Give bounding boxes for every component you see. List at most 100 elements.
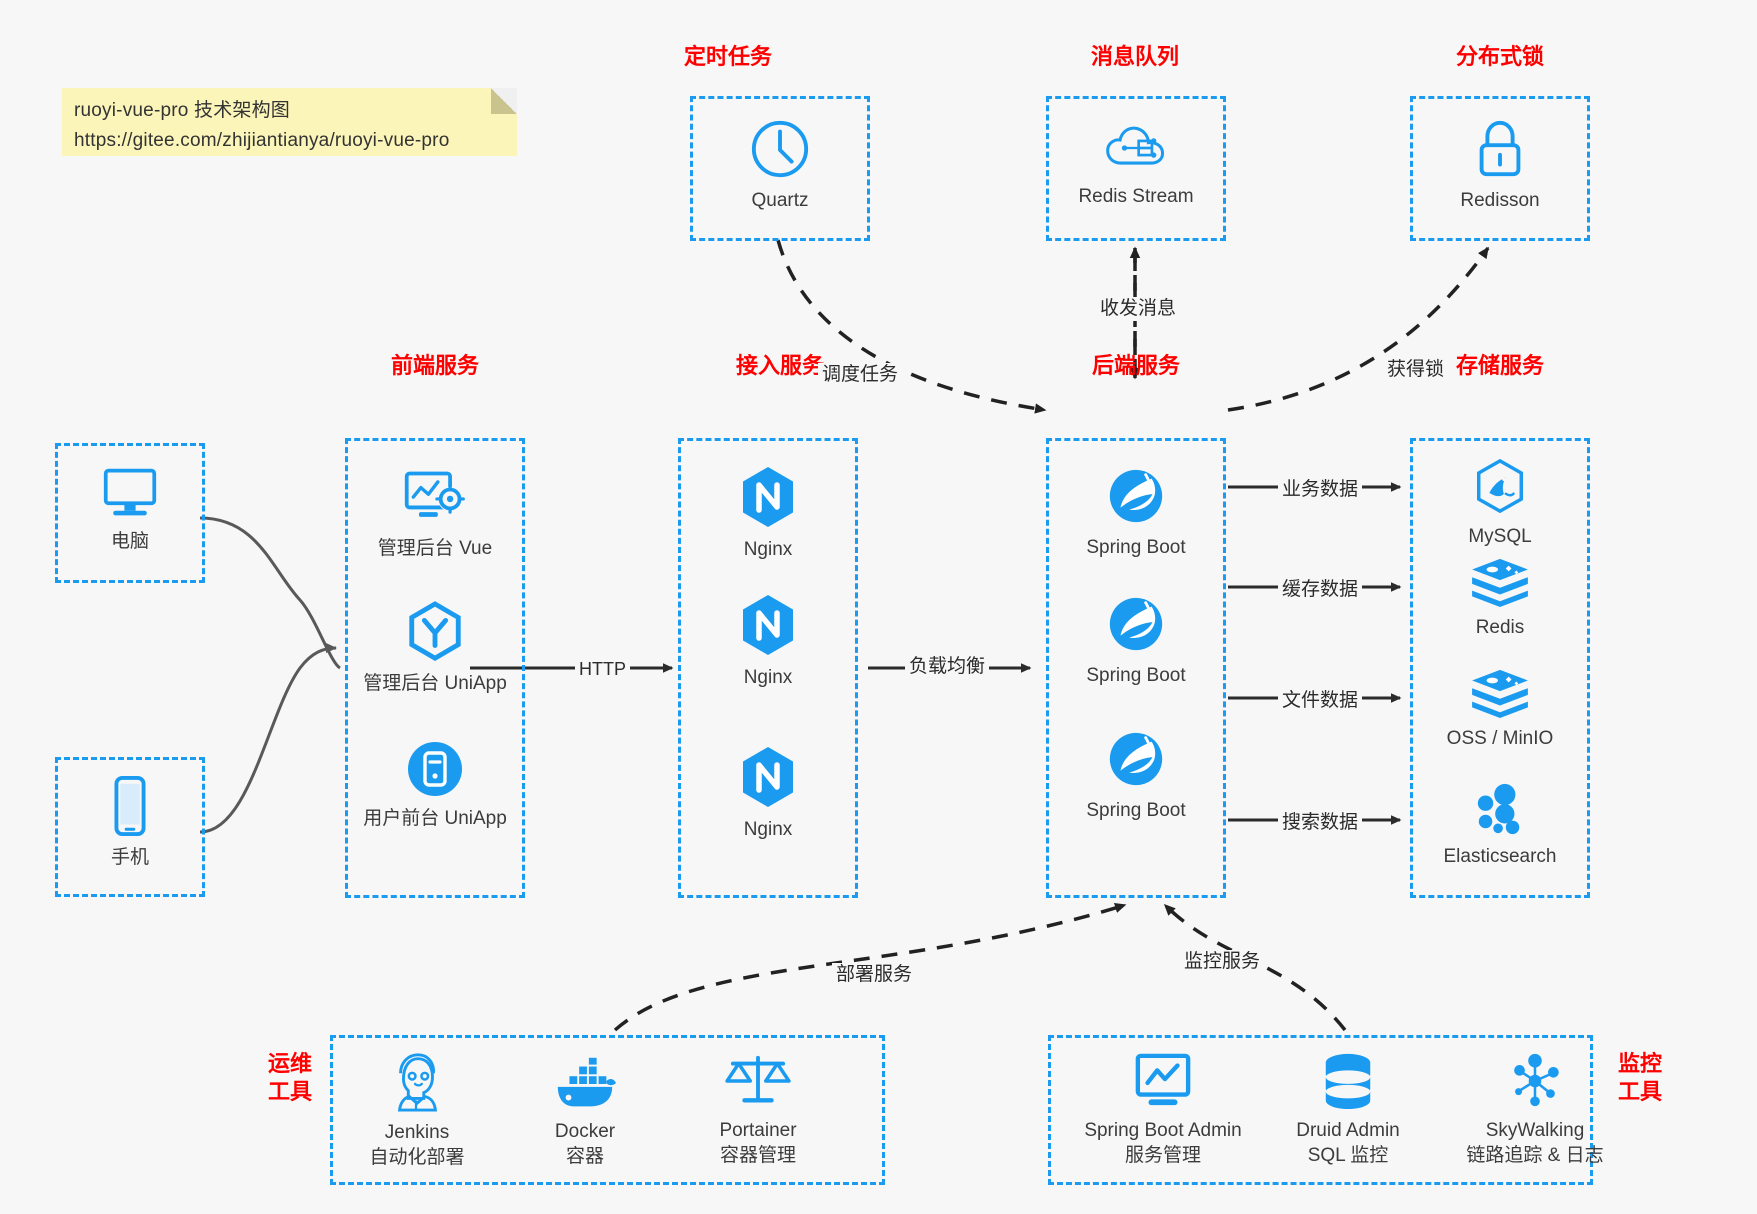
node-oss-minio[interactable]: OSS / MinIO (1420, 668, 1580, 751)
spring-boot-icon (1109, 469, 1163, 523)
group-box-scheduled-task (690, 96, 870, 241)
oss-minio-icon (1472, 669, 1528, 718)
node-redis[interactable]: Redis (1420, 557, 1580, 640)
node-druid-admin[interactable]: Druid Admin SQL 监控 (1268, 1052, 1428, 1168)
node-nginx-2[interactable]: Nginx (688, 593, 848, 690)
edge-label-load-balance: 负载均衡 (905, 655, 990, 679)
info-note: ruoyi-vue-pro 技术架构图 https://gitee.com/zh… (62, 88, 517, 156)
edge-label-business-data: 业务数据 (1278, 478, 1363, 502)
group-title-monitoring-line1: 监控 (1617, 1051, 1662, 1076)
node-label: Druid Admin (1296, 1120, 1400, 1141)
edge-label-deploy-service: 部署服务 (832, 963, 917, 987)
node-desktop[interactable]: 电脑 (50, 465, 210, 554)
node-jenkins[interactable]: Jenkins 自动化部署 (337, 1050, 497, 1170)
desktop-icon (103, 468, 157, 516)
group-box-client-mobile (55, 757, 205, 897)
node-label: Nginx (743, 819, 793, 840)
node-label: Redisson (1460, 190, 1540, 211)
node-sublabel: 服务管理 (1124, 1145, 1201, 1166)
node-spring-boot-1[interactable]: Spring Boot (1056, 465, 1216, 560)
node-label: Redis (1475, 617, 1525, 638)
clock-icon (751, 120, 809, 178)
group-title-gateway: 接入服务 (735, 353, 824, 378)
node-mysql[interactable]: MySQL (1420, 458, 1580, 549)
node-sublabel: SQL 监控 (1307, 1145, 1389, 1166)
group-title-monitoring: 监控 工具 (1605, 1050, 1675, 1106)
edge-label-monitor-service: 监控服务 (1180, 950, 1265, 974)
docker-icon (557, 1057, 617, 1107)
spring-boot-icon (1109, 597, 1163, 651)
node-label: Elasticsearch (1443, 846, 1557, 867)
group-title-devops-line1: 运维 (267, 1051, 312, 1076)
note-fold-corner (491, 88, 517, 114)
node-label: 电脑 (110, 531, 149, 552)
node-redis-stream[interactable]: Redis Stream (1056, 120, 1216, 209)
node-user-uniapp[interactable]: 用户前台 UniApp (355, 740, 515, 831)
group-box-storage (1410, 438, 1590, 898)
node-quartz[interactable]: Quartz (700, 118, 860, 213)
node-nginx-3[interactable]: Nginx (688, 745, 848, 842)
node-label: Nginx (743, 667, 793, 688)
node-label: 手机 (110, 847, 149, 868)
node-label: Spring Boot (1086, 665, 1186, 686)
node-label: 用户前台 UniApp (363, 808, 507, 829)
group-title-devops: 运维 工具 (255, 1050, 325, 1106)
node-label: Quartz (751, 190, 809, 211)
node-spring-boot-admin[interactable]: Spring Boot Admin 服务管理 (1068, 1052, 1258, 1168)
cloud-stream-icon (1106, 126, 1165, 165)
redis-icon (1472, 558, 1528, 607)
node-nginx-1[interactable]: Nginx (688, 465, 848, 562)
nginx-icon (743, 747, 793, 807)
node-sublabel: 容器 (565, 1146, 604, 1167)
group-box-distributed-lock (1410, 96, 1590, 241)
group-title-monitoring-line2: 工具 (1617, 1079, 1662, 1104)
dashboard-gear-icon (404, 471, 465, 517)
portainer-scales-icon (725, 1055, 791, 1103)
node-label: Jenkins (384, 1122, 450, 1143)
node-admin-uniapp[interactable]: 管理后台 UniApp (355, 601, 515, 696)
node-label: Docker (554, 1121, 616, 1142)
node-sublabel: 链路追踪 & 日志 (1466, 1145, 1604, 1166)
edge-label-file-data: 文件数据 (1278, 689, 1363, 713)
jenkins-icon (397, 1053, 438, 1112)
group-title-distributed-lock: 分布式锁 (1455, 44, 1544, 69)
edge-label-schedule-task: 调度任务 (818, 363, 903, 387)
monitor-chart-icon (1135, 1053, 1191, 1106)
node-label: Portainer (719, 1120, 797, 1141)
nginx-icon (743, 467, 793, 527)
node-spring-boot-3[interactable]: Spring Boot (1056, 728, 1216, 823)
node-redisson[interactable]: Redisson (1420, 118, 1580, 213)
node-admin-vue[interactable]: 管理后台 Vue (355, 468, 515, 561)
node-skywalking[interactable]: SkyWalking 链路追踪 & 日志 (1440, 1052, 1630, 1168)
node-label: OSS / MinIO (1446, 728, 1554, 749)
group-box-devops (330, 1035, 885, 1185)
node-label: SkyWalking (1485, 1120, 1585, 1141)
lock-icon (1479, 120, 1521, 177)
node-elasticsearch[interactable]: Elasticsearch (1420, 782, 1580, 869)
mysql-icon (1476, 458, 1524, 514)
group-box-backend (1046, 438, 1226, 898)
edge-label-send-receive-message: 收发消息 (1096, 297, 1181, 321)
node-label: Spring Boot Admin (1084, 1120, 1242, 1141)
group-box-frontend (345, 438, 525, 898)
node-label: Spring Boot (1086, 537, 1186, 558)
node-spring-boot-2[interactable]: Spring Boot (1056, 593, 1216, 688)
node-portainer[interactable]: Portainer 容器管理 (678, 1052, 838, 1168)
uniapp-hex-icon (409, 601, 461, 661)
group-title-storage: 存储服务 (1455, 353, 1544, 378)
group-box-gateway (678, 438, 858, 898)
database-icon (1325, 1053, 1371, 1110)
node-label: MySQL (1468, 526, 1532, 547)
group-title-frontend: 前端服务 (390, 353, 479, 378)
note-line-url: https://gitee.com/zhijiantianya/ruoyi-vu… (74, 130, 450, 151)
node-docker[interactable]: Docker 容器 (505, 1057, 665, 1169)
edge-label-cache-data: 缓存数据 (1278, 578, 1363, 602)
node-label: Nginx (743, 539, 793, 560)
node-mobile[interactable]: 手机 (50, 775, 210, 870)
group-title-devops-line2: 工具 (267, 1079, 312, 1104)
group-box-message-queue (1046, 96, 1226, 241)
nginx-icon (743, 595, 793, 655)
node-label: Redis Stream (1078, 186, 1194, 207)
group-title-scheduled-task: 定时任务 (683, 44, 772, 69)
